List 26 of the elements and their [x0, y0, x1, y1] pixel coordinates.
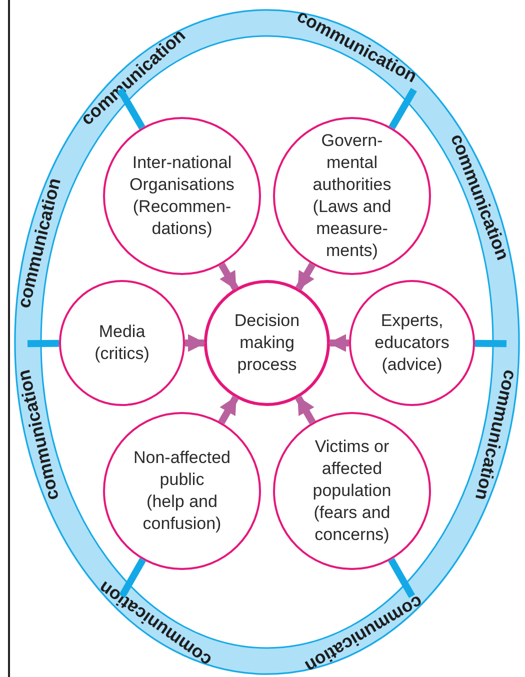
arrow	[328, 334, 349, 352]
arrow	[218, 396, 239, 424]
connector-line	[388, 558, 416, 598]
arrow	[185, 334, 206, 352]
connector-line	[388, 88, 417, 130]
actor-role-note: (advice)	[380, 354, 444, 376]
actor-role-note: (help and confusion)	[142, 491, 222, 535]
connector-line	[27, 340, 60, 348]
connector-line	[118, 558, 146, 598]
arrow	[295, 396, 316, 424]
arrow	[296, 262, 316, 290]
communication-ring	[14, 9, 520, 675]
actor-name: Inter-national Organisations	[128, 152, 236, 196]
actor-name: Decision making process	[233, 310, 301, 376]
actor-role-note: (critics)	[94, 343, 150, 365]
actor-name: Experts, educators	[374, 310, 450, 354]
actor-name: Govern-mental authorities	[312, 130, 392, 196]
actor-name: Victims or affected population	[312, 436, 392, 502]
actor-name: Media	[98, 321, 146, 343]
actor-name: Non-affected public	[132, 447, 232, 491]
connector-line	[117, 88, 146, 130]
connector-line	[474, 340, 507, 348]
actor-role-note: (fears and concerns)	[312, 502, 392, 546]
actor-role-note: (Recommen-dations)	[132, 196, 232, 240]
actor-role-note: (Laws and measure-ments)	[312, 196, 392, 262]
arrow	[218, 262, 238, 290]
